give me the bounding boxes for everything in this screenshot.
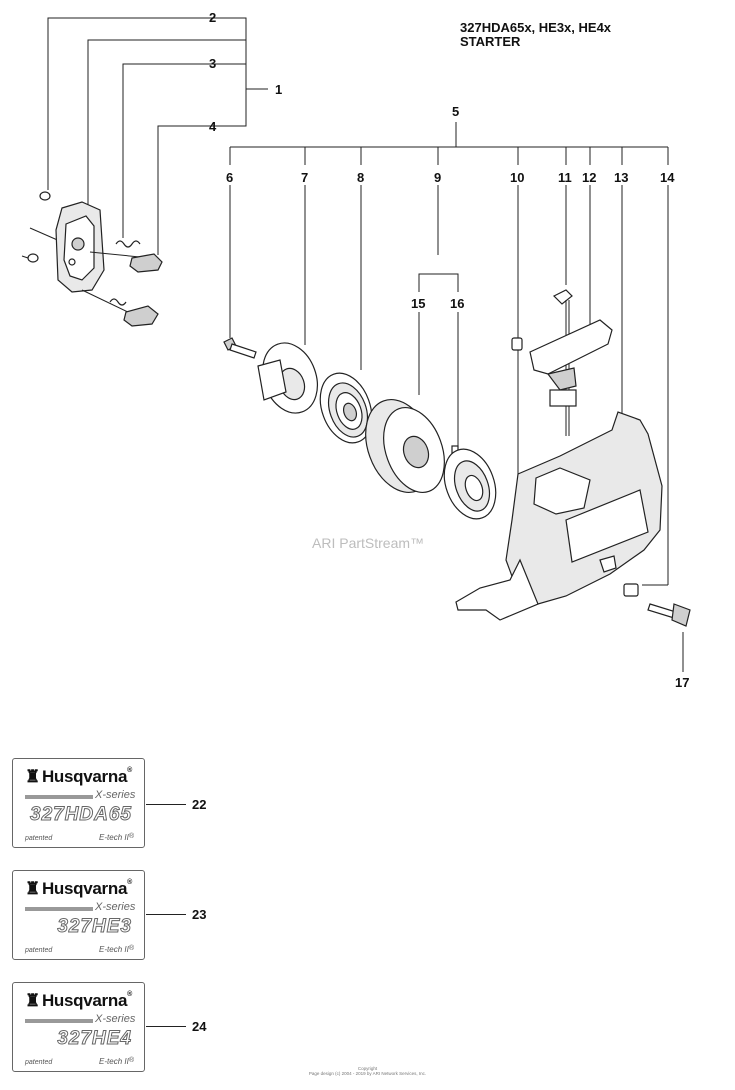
decal-etech: E-tech II® [99, 945, 134, 954]
husqvarna-crown-icon: ♜ [25, 879, 40, 898]
decal-stripe [25, 1019, 93, 1023]
part-7-pulley [257, 342, 318, 414]
husqvarna-crown-icon: ♜ [25, 991, 40, 1010]
callout-17: 17 [675, 675, 689, 690]
part-1-pawl-assembly [21, 191, 163, 327]
copyright-line-1: Copyright [357, 1066, 378, 1071]
callout-16: 16 [450, 296, 464, 311]
decal-stripe [25, 795, 93, 799]
callout-2: 2 [209, 10, 216, 25]
part-14-17-bolt [623, 583, 691, 627]
callout-13: 13 [614, 170, 628, 185]
decal-etech: E-tech II® [99, 833, 134, 842]
callout-22: 22 [192, 797, 207, 812]
watermark: ARI PartStream™ [312, 535, 424, 551]
copyright-line-2: Page design (c) 2004 - 2019 by ARI Netwo… [308, 1071, 427, 1076]
decal-22-leader [146, 804, 186, 805]
callout-15: 15 [411, 296, 425, 311]
part-13-starter-housing [455, 411, 663, 621]
callout-4: 4 [209, 119, 217, 134]
part-spring-ring [443, 337, 523, 520]
decal-series: X-series [95, 901, 136, 913]
callout-9: 9 [434, 170, 441, 185]
callout-11: 11 [558, 170, 572, 185]
callout-8: 8 [357, 170, 364, 185]
husqvarna-logo: ♜Husqvarna® [25, 879, 132, 898]
callout-23: 23 [192, 907, 207, 922]
decal-patented: patented [25, 835, 53, 842]
decal-24[interactable]: ♜Husqvarna® X-series 327HE4 patented E-t… [12, 982, 145, 1072]
part-11-12-starter-handle [529, 289, 613, 436]
callout-3: 3 [209, 56, 216, 71]
callout-24: 24 [192, 1019, 207, 1034]
callout-12: 12 [582, 170, 596, 185]
decal-23-leader [146, 914, 186, 915]
callout-7: 7 [301, 170, 308, 185]
callout-6: 6 [226, 170, 233, 185]
diagram-section-title: STARTER [460, 34, 521, 49]
husqvarna-crown-icon: ♜ [25, 767, 40, 786]
decal-model: 327HE4 [57, 1028, 132, 1050]
husqvarna-logo: ♜Husqvarna® [25, 991, 132, 1010]
callout-5: 5 [452, 104, 459, 119]
part-6-screw [223, 337, 257, 359]
husqvarna-logo: ♜Husqvarna® [25, 767, 132, 786]
copyright-footer: Copyright Page design (c) 2004 - 2019 by… [0, 1066, 735, 1076]
decal-model: 327HE3 [57, 916, 132, 938]
callout-14: 14 [660, 170, 675, 185]
part-8-spring-cassette [319, 372, 373, 444]
decal-model: 327HDA65 [30, 804, 132, 826]
callout-numbers: 2 3 1 4 5 6 7 8 9 10 11 12 13 14 15 16 1… [209, 10, 689, 690]
callout-1: 1 [275, 82, 282, 97]
decal-24-leader [146, 1026, 186, 1027]
leader-group-1 [47, 17, 268, 255]
decal-patented: patented [25, 1059, 53, 1066]
callout-10: 10 [510, 170, 524, 185]
decal-patented: patented [25, 947, 53, 954]
diagram-models: 327HDA65x, HE3x, HE4x [460, 20, 612, 35]
decal-series: X-series [95, 789, 136, 801]
decal-stripe [25, 907, 93, 911]
leader-group-5 [229, 122, 684, 672]
decal-22[interactable]: ♜Husqvarna® X-series 327HDA65 patented E… [12, 758, 145, 848]
decal-23[interactable]: ♜Husqvarna® X-series 327HE3 patented E-t… [12, 870, 145, 960]
decal-etech: E-tech II® [99, 1057, 134, 1066]
decal-series: X-series [95, 1013, 136, 1025]
